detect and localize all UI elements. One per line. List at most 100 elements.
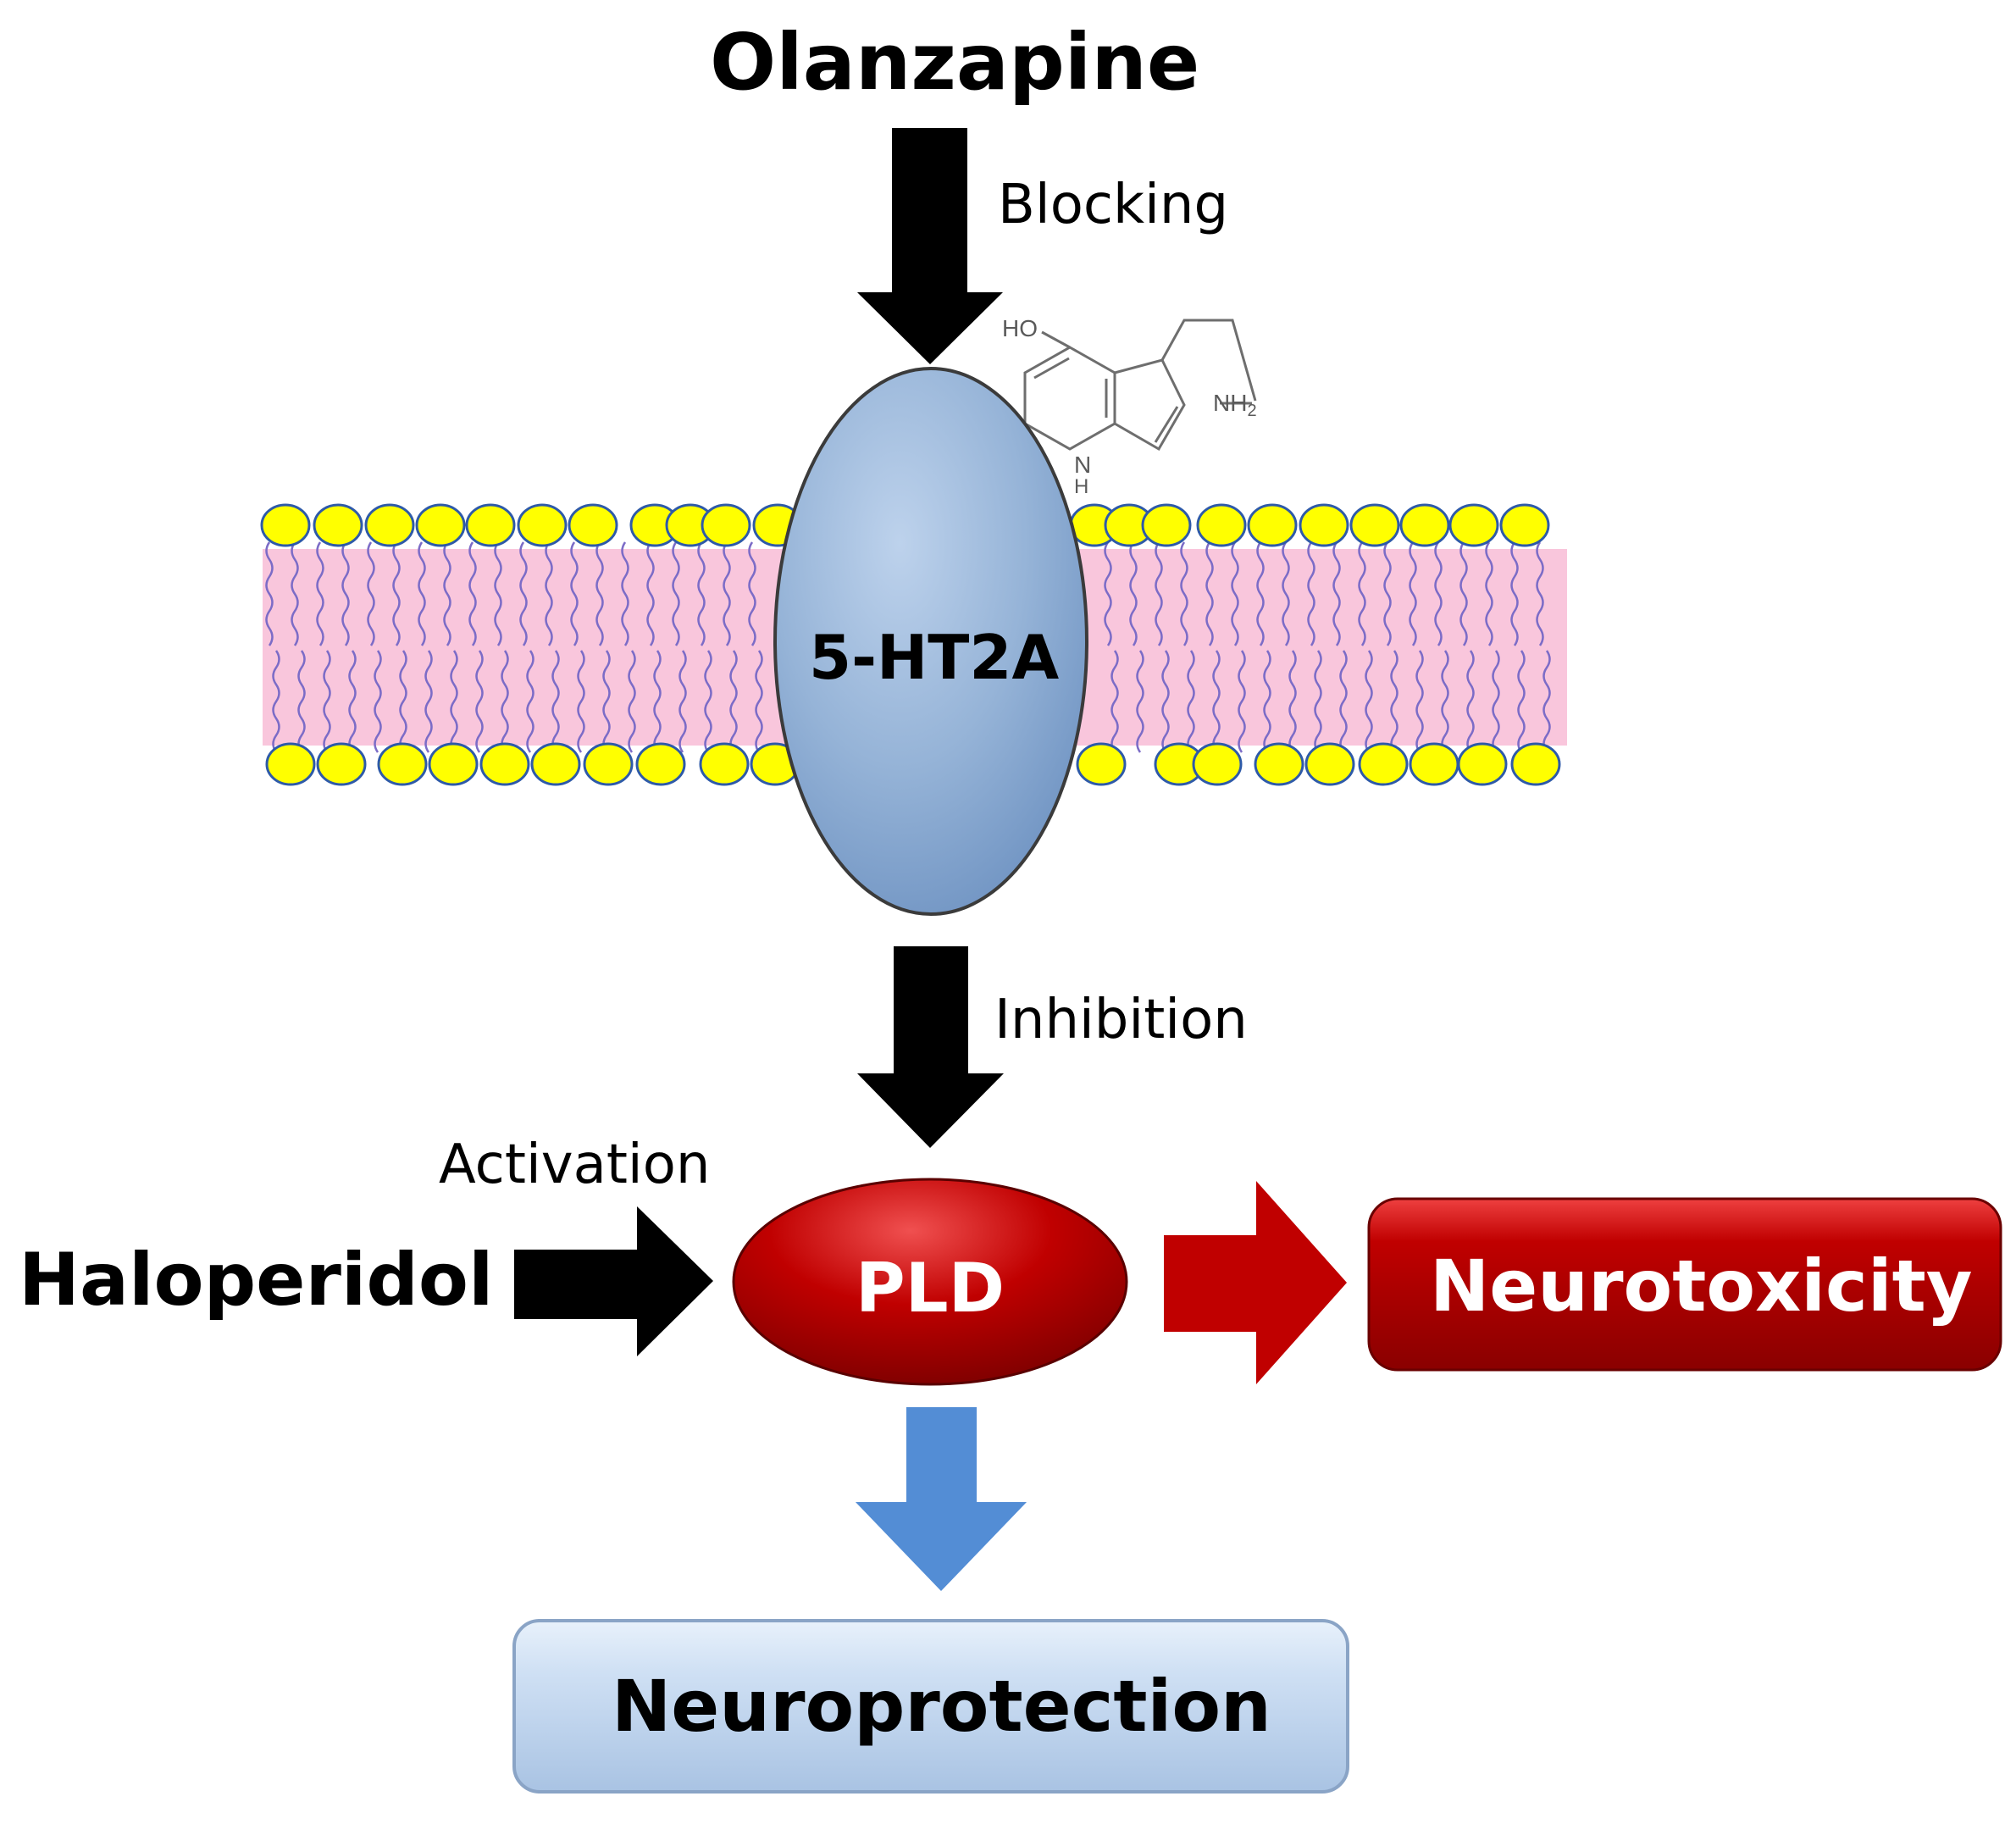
molecule-amine-text: NH [1213,390,1247,416]
lipid-tail [1339,650,1348,753]
lipid-tail [729,650,738,753]
neurotoxicity-label: Neurotoxicity [1430,1245,1973,1328]
lipid-tail [545,541,553,646]
lipid-head [364,503,415,547]
lipid-tail [1441,650,1449,753]
lipid-tail [755,650,763,753]
pyrrole-ring [1114,358,1186,452]
lipid-tail [1307,541,1315,646]
neurotoxicity-box [1367,1197,2002,1372]
lipid-head [1192,742,1243,786]
lipid-tail [748,541,756,646]
lipid-tail [621,541,629,646]
double-bond [1033,357,1070,380]
lipid-tail [519,541,528,646]
lipid-tail [1231,541,1239,646]
lipid-tail [297,650,306,753]
lipid-tail [272,650,280,753]
lipid-tail [1485,541,1493,646]
lipid-tail [1282,541,1290,646]
lipid-tail [323,650,331,753]
neurotoxicity-arrow [1164,1181,1347,1384]
lipid-tail [265,541,274,646]
lipid-tail [374,650,382,753]
lipid-tails [265,541,1551,753]
lipid-tail [1205,541,1214,646]
lipid-tail [672,541,680,646]
lipid-tail [1542,650,1551,753]
lipid-heads-outer [260,503,1550,547]
lipid-tail [1466,650,1475,753]
lipid-tail [450,650,458,753]
lipid-head [517,503,568,547]
lipid-tail [418,541,426,646]
lipid-tail [723,541,731,646]
lipid-tail [1180,541,1188,646]
lipid-tail [1238,650,1246,753]
pld-enzyme [732,1178,1128,1386]
lipid-head [1196,503,1247,547]
lipid-head [1499,503,1550,547]
receptor-label: 5-HT2A [809,622,1060,693]
lipid-head [583,742,634,786]
neuroprotection-label: Neuroprotection [612,1665,1271,1748]
lipid-tail [1110,650,1119,753]
double-bond [1154,406,1179,443]
lipid-tail [551,650,560,753]
lipid-tail [1136,650,1144,753]
molecule-hydroxyl-label: HO [1002,315,1038,341]
receptor-5ht2a [773,367,1088,916]
blocking-label: Blocking [998,174,1229,236]
lipid-tail [348,650,357,753]
lipid-head [1358,742,1409,786]
lipid-head [530,742,581,786]
pld-label: PLD [856,1249,1005,1328]
lipid-head [1141,503,1192,547]
lipid-tail [1155,541,1163,646]
lipid-head [465,503,516,547]
lipid-head [1510,742,1561,786]
blocking-arrow [857,128,1003,364]
lipid-tail [1129,541,1138,646]
lipid-tail [526,650,534,753]
lipid-tail [1492,650,1500,753]
inhibition-arrow [857,946,1004,1148]
lipid-head [1409,742,1459,786]
lipid-tail [1256,541,1265,646]
lipid-head [701,503,751,547]
lipid-tail [602,650,611,753]
lipid-tail [1314,650,1322,753]
lipid-head [1399,503,1450,547]
activation-label: Activation [439,1134,711,1196]
olanzapine-label: Olanzapine [710,17,1200,108]
lipid-head [260,503,311,547]
activation-arrow [514,1206,713,1356]
lipid-tail [392,541,401,646]
lipid-head [568,503,618,547]
lipid-head [1349,503,1400,547]
lipid-tail [646,541,655,646]
lipid-tail [1161,650,1170,753]
lipid-tail [678,650,687,753]
lipid-tail [475,650,484,753]
lipid-head [1299,503,1349,547]
ethylamine-chain [1160,319,1257,402]
lipid-head [1448,503,1499,547]
lipid-tail [628,650,636,753]
haloperidol-label: Haloperidol [19,1238,494,1322]
molecule-amine-subscript: 2 [1247,402,1256,420]
lipid-head [1457,742,1508,786]
lipid-head [1076,742,1127,786]
lipid-tail [424,650,433,753]
lipid-tail [1459,541,1468,646]
lipid-head [1247,503,1298,547]
neuroprotection-arrow [856,1407,1027,1591]
lipid-tail [595,541,604,646]
lipid-head [313,503,363,547]
lipid-tail [1517,650,1526,753]
lipid-tail [399,650,407,753]
lipid-tail [1415,650,1424,753]
lipid-tail [1365,650,1373,753]
lipid-head [377,742,428,786]
